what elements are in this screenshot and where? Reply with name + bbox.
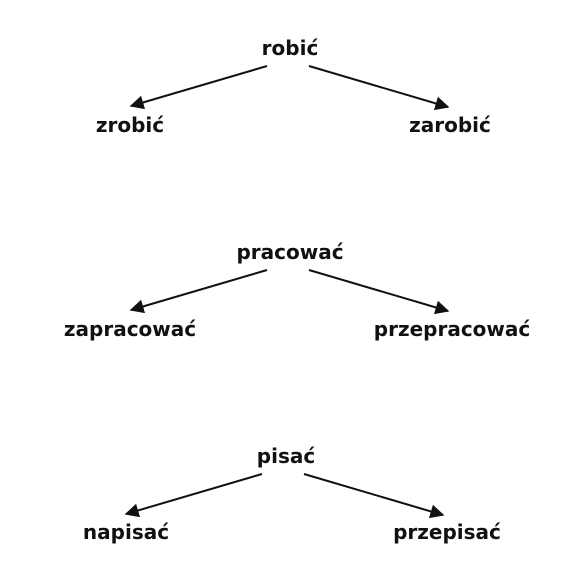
arrow-pracowac-to-przepracowac [308, 269, 450, 315]
root-word: robić [261, 36, 319, 60]
derived-word-left: zapracować [63, 317, 197, 341]
derived-word-right: zarobić [409, 113, 491, 137]
arrow-robic-to-zrobic [129, 65, 268, 110]
arrow-robic-to-zarobic [308, 65, 450, 111]
derived-word-right: przepracować [373, 317, 531, 341]
arrow-pisac-to-napisac [124, 473, 263, 518]
arrow-pracowac-to-zapracowac [129, 269, 268, 314]
derived-word-left: zrobić [95, 113, 165, 137]
arrow-pisac-to-przepisac [303, 473, 445, 519]
root-word: pracować [236, 240, 344, 264]
root-word: pisać [256, 444, 316, 468]
derived-word-left: napisać [82, 520, 170, 544]
derived-word-right: przepisać [393, 520, 501, 544]
